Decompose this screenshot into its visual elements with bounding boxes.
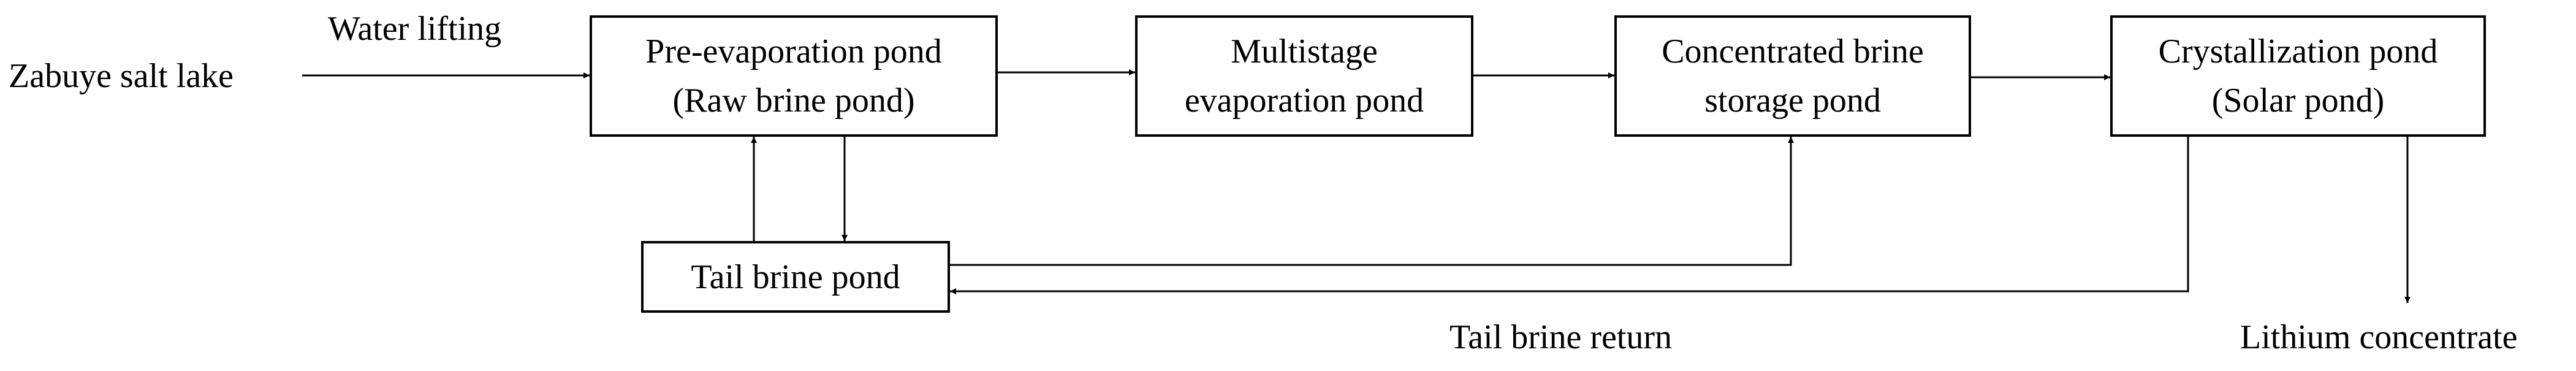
box-line: evaporation pond [1184,82,1424,120]
box-line: (Solar pond) [2211,82,2385,120]
pre-evaporation-pond-box: Pre-evaporation pond (Raw brine pond) [590,15,998,137]
crystallization-pond-box: Crystallization pond (Solar pond) [2110,15,2486,137]
box-line: storage pond [1704,82,1881,120]
multistage-evaporation-pond-box: Multistage evaporation pond [1135,15,1473,137]
box-line: Crystallization pond [2158,33,2438,71]
box-line: Multistage [1231,33,1378,71]
arrow-tail-to-concentrated [950,137,1794,266]
box-line: Concentrated brine [1662,33,1924,71]
box-line: Tail brine pond [691,258,900,296]
tail-brine-pond-box: Tail brine pond [641,241,950,313]
box-line: (Raw brine pond) [672,82,915,120]
source-label: Zabuye salt lake [9,57,234,95]
arrow-crystallization-return-to-tail [950,137,2189,294]
box-line: Pre-evaporation pond [645,33,942,71]
lithium-concentrate-label: Lithium concentrate [2240,318,2518,356]
tail-brine-return-label: Tail brine return [1449,318,1673,356]
concentrated-brine-storage-pond-box: Concentrated brine storage pond [1614,15,1971,137]
water-lifting-label: Water lifting [328,10,502,48]
